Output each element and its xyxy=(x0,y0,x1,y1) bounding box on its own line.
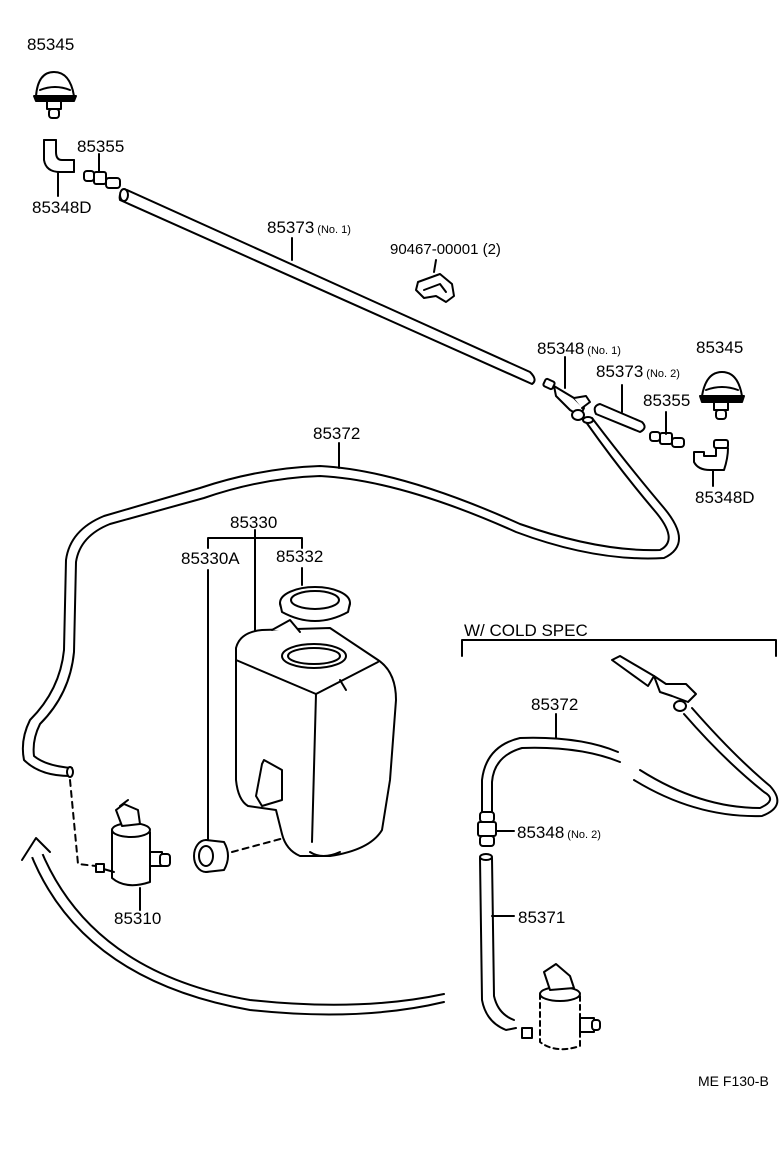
flow-arrow xyxy=(22,838,444,1015)
label-85348-no1-number: 85348 xyxy=(537,339,585,358)
drawing-code: ME F130-B xyxy=(698,1073,769,1089)
label-85373-no2: 85373(No. 2) xyxy=(596,363,680,383)
hose-joint-right xyxy=(650,432,684,447)
cold-spec-title: W/ COLD SPEC xyxy=(464,621,588,640)
label-90467-00001: 90467-00001 (2) xyxy=(390,241,501,258)
cold-spec-joint-85348 xyxy=(478,812,496,846)
cold-spec-hose-85371 xyxy=(480,854,516,1030)
dash-grommet-tank xyxy=(232,838,284,852)
pump-grommet xyxy=(194,840,228,872)
label-85373-no2-sub: (No. 2) xyxy=(646,368,680,380)
label-85348-no1-sub: (No. 1) xyxy=(587,345,621,357)
cold-spec-hose-right xyxy=(634,708,777,816)
label-85332: 85332 xyxy=(276,547,324,566)
label-85373-no2-number: 85373 xyxy=(596,362,644,381)
cold-spec-connector xyxy=(612,656,696,711)
label-85355-right: 85355 xyxy=(643,391,691,410)
washer-pump-left xyxy=(96,800,170,885)
label-85348-no2-sub: (No. 2) xyxy=(567,829,601,841)
washer-tank xyxy=(236,620,396,856)
hose-elbow-left xyxy=(44,140,74,172)
washer-nozzle-left xyxy=(34,72,76,118)
label-85330a: 85330A xyxy=(181,549,240,568)
label-85372-top: 85372 xyxy=(313,424,361,443)
label-85310: 85310 xyxy=(114,909,162,928)
label-85348d-left: 85348D xyxy=(32,198,92,217)
washer-pump-cold-spec xyxy=(522,964,600,1049)
label-85355-left: 85355 xyxy=(77,137,125,156)
cold-spec-hose-85372 xyxy=(482,738,620,818)
label-85348-no2: 85348(No. 2) xyxy=(517,824,601,844)
label-85373-no1-sub: (No. 1) xyxy=(317,224,351,236)
label-85371: 85371 xyxy=(518,908,566,927)
label-85345-right: 85345 xyxy=(696,338,744,357)
washer-tank-cap xyxy=(280,587,350,621)
label-85373-no1: 85373(No. 1) xyxy=(267,219,351,239)
label-85348-no1: 85348(No. 1) xyxy=(537,340,621,360)
hose-clip xyxy=(416,260,454,302)
hose-y-connector xyxy=(543,378,590,420)
label-85330: 85330 xyxy=(230,513,278,532)
label-85373-no1-number: 85373 xyxy=(267,218,315,237)
label-85348d-right: 85348D xyxy=(695,488,755,507)
washer-hose-no1 xyxy=(120,189,535,384)
label-bracket-85330 xyxy=(208,530,302,840)
hose-elbow-right xyxy=(694,440,728,470)
hose-joint-left xyxy=(84,171,120,188)
washer-nozzle-right xyxy=(700,372,744,419)
label-85348-no2-number: 85348 xyxy=(517,823,565,842)
label-85372-cold: 85372 xyxy=(531,695,579,714)
cold-spec-bracket xyxy=(462,640,776,656)
label-85345-left: 85345 xyxy=(27,35,75,54)
washer-hose-no2 xyxy=(595,404,645,432)
washer-hose-main xyxy=(23,417,679,777)
dash-hose-pump xyxy=(70,780,96,866)
